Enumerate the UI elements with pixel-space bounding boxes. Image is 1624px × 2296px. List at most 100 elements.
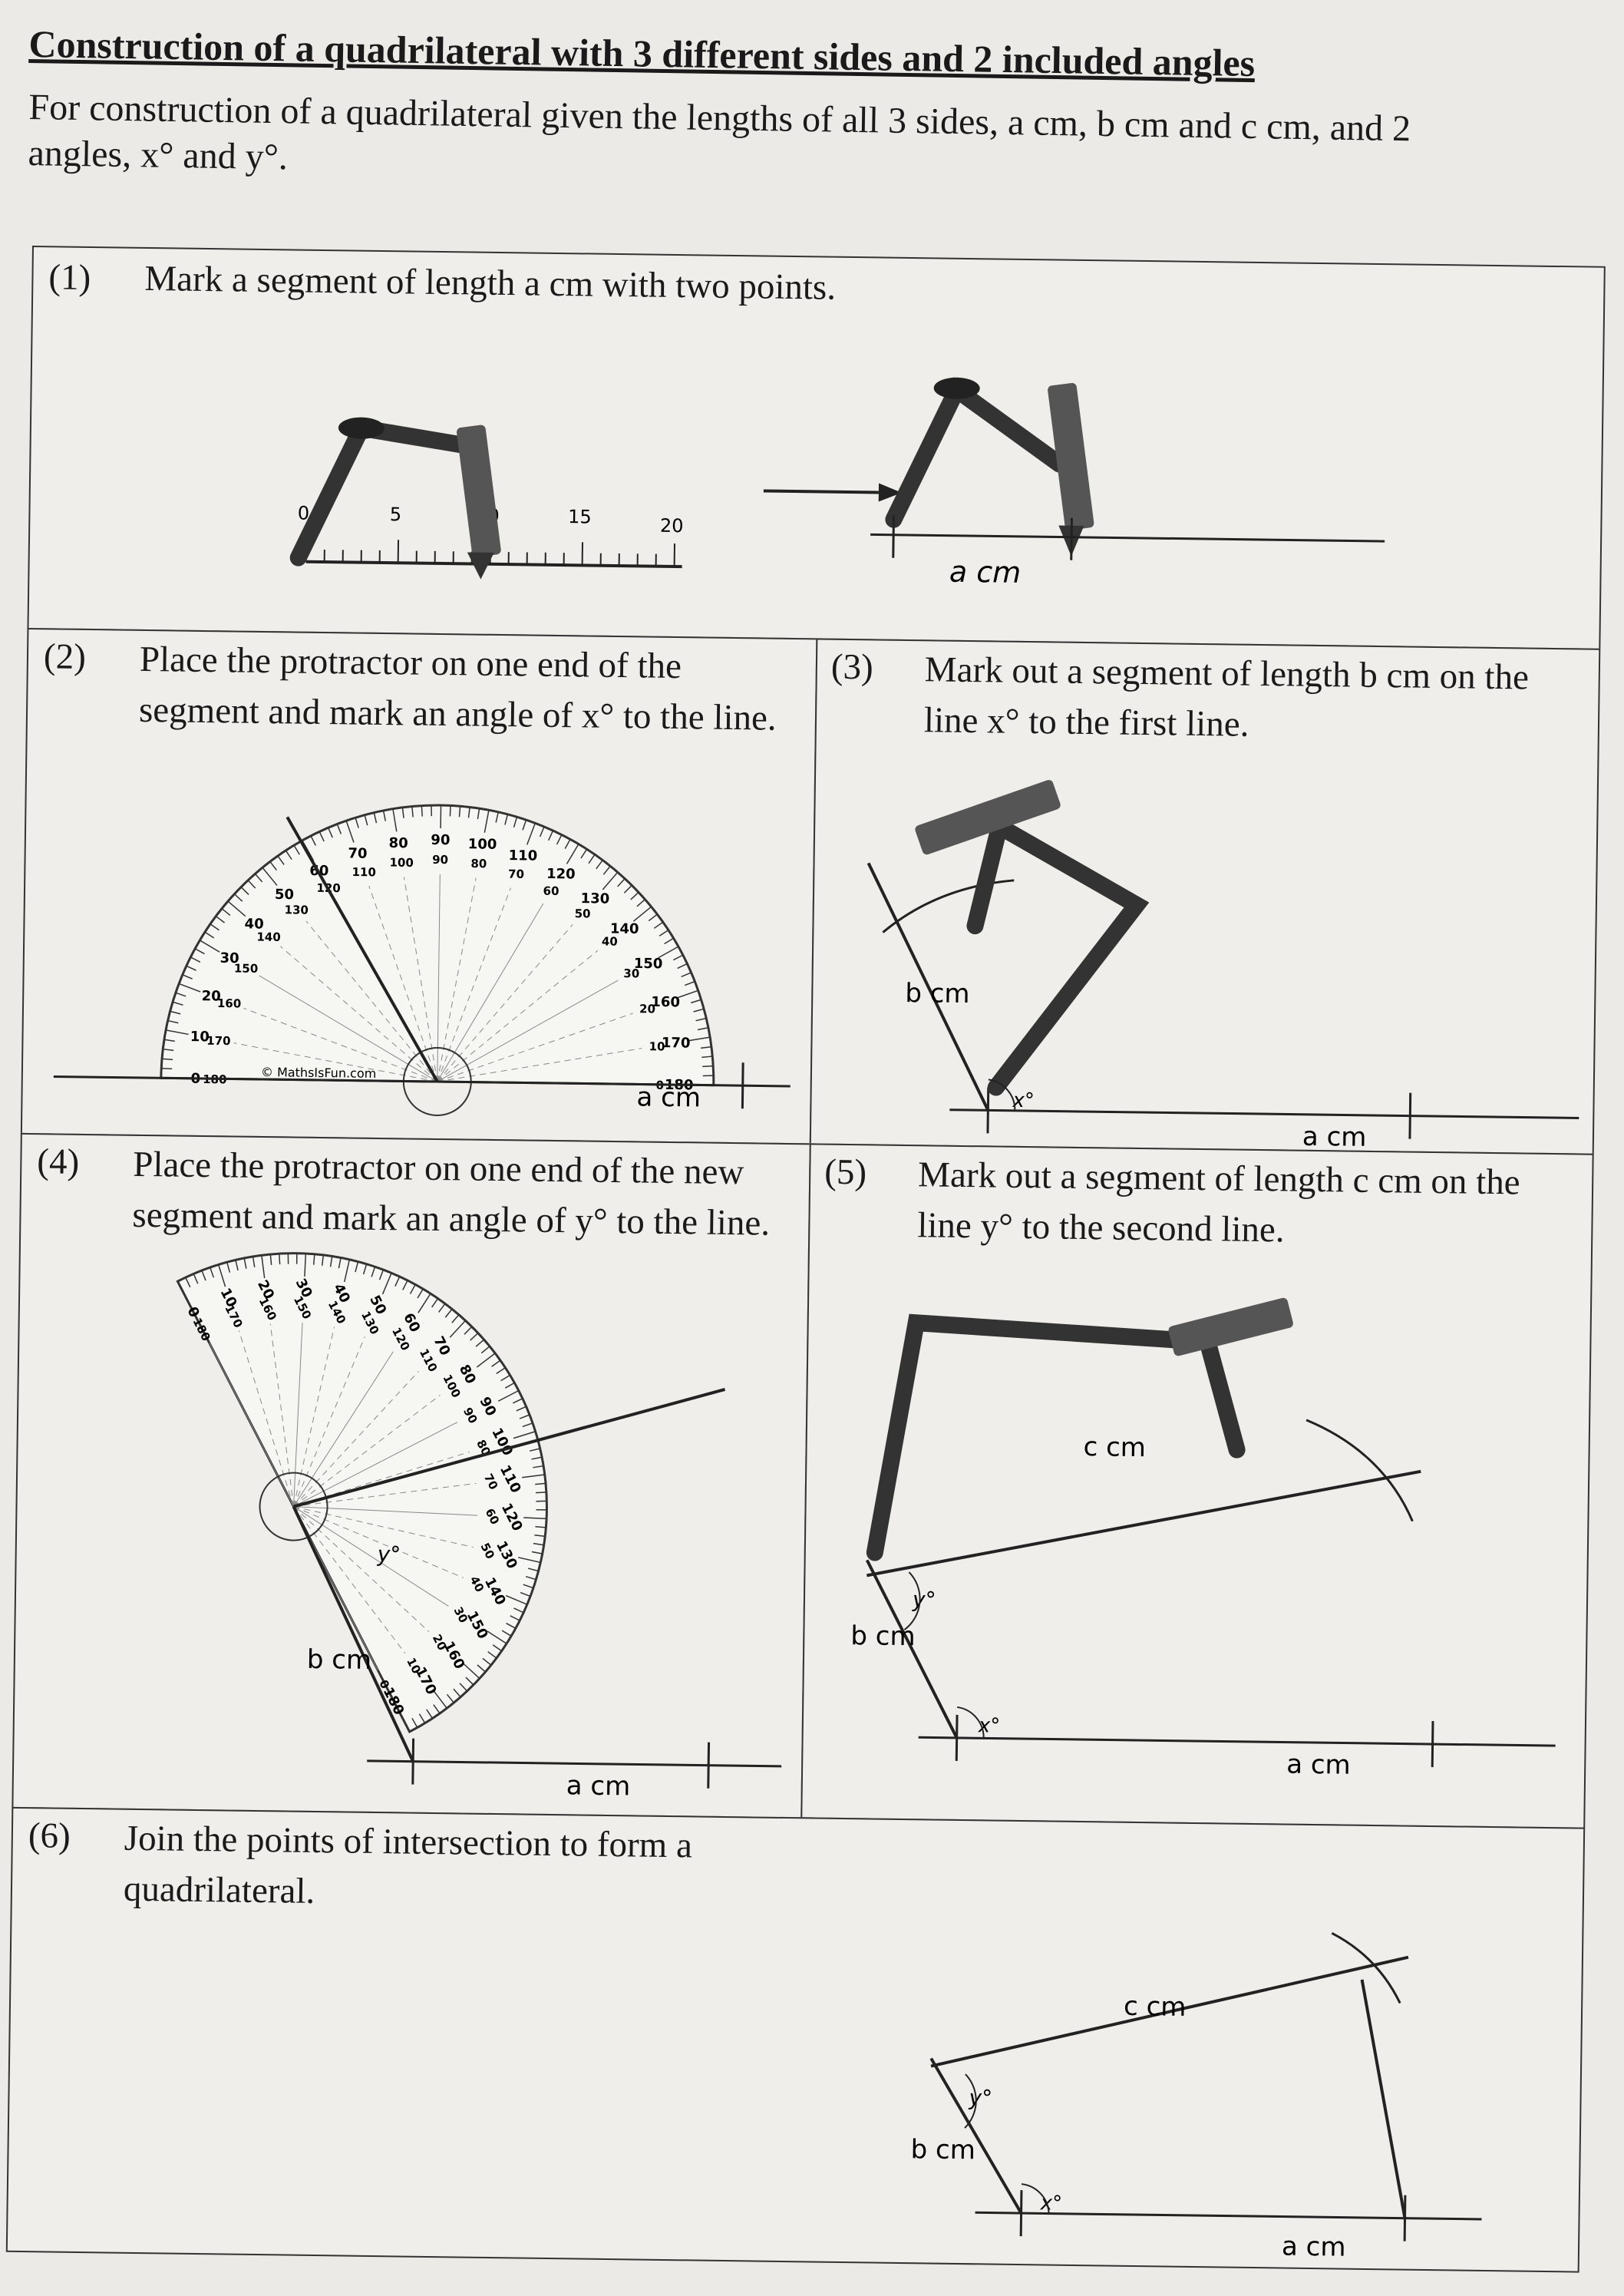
protractor-tick xyxy=(697,1027,709,1031)
protractor-tick xyxy=(516,1406,527,1412)
ruler-tick-15: 15 xyxy=(568,506,592,527)
protractor-label: 20 xyxy=(202,988,221,1004)
protractor-tick xyxy=(533,1465,544,1468)
protractor-label: 40 xyxy=(602,934,618,948)
protractor-tick xyxy=(564,839,571,850)
protractor-ray xyxy=(293,1422,458,1508)
protractor-label: 170 xyxy=(662,1035,691,1051)
step-6-number: (6) xyxy=(28,1815,71,1856)
protractor-tick xyxy=(170,1010,181,1015)
protractor-tick xyxy=(210,923,220,931)
protractor-tick xyxy=(504,814,509,825)
protractor-tick xyxy=(475,1339,485,1347)
step-6-c-label: c cm xyxy=(1124,1991,1187,2023)
step-6-quadrilateral: c cm b cm y° x° a cm xyxy=(910,1932,1482,2263)
protractor-tick xyxy=(623,884,632,894)
step-1-text: Mark a segment of length a cm with two p… xyxy=(144,258,837,308)
step-3-cell: (3) Mark out a segment of length b cm on… xyxy=(809,638,1601,1155)
protractor-tick xyxy=(293,844,300,855)
protractor-tick xyxy=(617,878,626,887)
protractor-ray xyxy=(293,1371,419,1507)
protractor-label: 50 xyxy=(575,907,591,920)
step-2-text: Place the protractor on one end of the s… xyxy=(138,639,777,738)
segment-a-illustration: a cm xyxy=(870,377,1385,590)
step-6-y-label: y° xyxy=(968,2085,992,2110)
protractor-tick xyxy=(529,1448,540,1452)
ruler-tick-20: 20 xyxy=(660,515,684,537)
protractor-tick xyxy=(321,1254,325,1266)
protractor-tick xyxy=(630,891,639,900)
protractor-tick xyxy=(233,894,243,902)
protractor-label: 110 xyxy=(508,847,537,864)
protractor-ray xyxy=(243,1007,437,1082)
ruler-tick-5: 5 xyxy=(390,504,402,525)
protractor-tick xyxy=(175,992,186,997)
base-line xyxy=(53,1075,791,1088)
step-4-y-label: y° xyxy=(377,1541,401,1567)
protractor-tick xyxy=(451,1314,460,1323)
protractor-tick xyxy=(243,1257,247,1269)
x-angle-line xyxy=(286,816,439,1082)
protractor-label: 10 xyxy=(649,1039,665,1053)
step-4-b-label: b cm xyxy=(307,1644,372,1676)
protractor-tick xyxy=(401,807,404,818)
protractor-tick xyxy=(262,867,278,886)
protractor-tick xyxy=(673,954,684,961)
protractor-tick xyxy=(701,1055,713,1059)
protractor-ray xyxy=(259,975,438,1082)
compass-1 xyxy=(289,418,470,567)
step-3-text: Mark out a segment of length b cm on the… xyxy=(923,649,1530,745)
step-4-text: Place the protractor on one end of the n… xyxy=(132,1144,771,1244)
protractor-tick xyxy=(522,819,527,831)
protractor-ray xyxy=(238,1330,295,1507)
protractor-label: 130 xyxy=(580,890,609,907)
protractor-tick xyxy=(462,1662,480,1680)
step-5-diagram: c cm b cm y° x° a cm xyxy=(850,1297,1556,1781)
protractor-label: 140 xyxy=(610,920,639,937)
protractor-tick xyxy=(491,1359,501,1367)
protractor-tick xyxy=(520,1591,531,1597)
protractor-tick xyxy=(464,1326,473,1335)
protractor-tick xyxy=(421,805,423,817)
step-4-number: (4) xyxy=(37,1141,80,1182)
protractor-tick xyxy=(345,820,355,843)
protractor-tick xyxy=(240,887,249,895)
step-5-b-label: b cm xyxy=(850,1620,916,1652)
protractor-label: 50 xyxy=(275,887,294,903)
step-3-a-label: a cm xyxy=(1302,1122,1367,1153)
protractor-tick xyxy=(433,1704,441,1714)
protractor-tick xyxy=(373,812,378,824)
protractor-tick xyxy=(602,865,611,875)
protractor-tick xyxy=(492,1644,503,1652)
protractor-tick xyxy=(702,1065,714,1068)
protractor-tick xyxy=(417,1288,424,1299)
step-6-a-label: a cm xyxy=(1282,2232,1346,2263)
protractor-ray xyxy=(293,1451,470,1508)
protractor-ray xyxy=(293,1336,365,1507)
protractor-tick xyxy=(517,1557,541,1564)
protractor-label: 100 xyxy=(468,836,497,852)
step-2-number: (2) xyxy=(43,636,87,677)
protractor-tick xyxy=(327,827,333,838)
protractor-tick xyxy=(513,1431,536,1439)
protractor-tick xyxy=(201,1270,206,1281)
protractor-ray xyxy=(293,1326,335,1507)
protractor-tick xyxy=(449,1320,467,1338)
protractor-tick xyxy=(193,1274,199,1284)
step-3-b-label: b cm xyxy=(905,978,970,1009)
protractor-tick xyxy=(392,808,398,832)
protractor-tick xyxy=(664,937,674,945)
protractor-label: 160 xyxy=(217,996,242,1010)
protractor-label: 170 xyxy=(206,1034,231,1048)
protractor-label: 150 xyxy=(234,962,259,976)
protractor-tick xyxy=(172,1001,183,1006)
protractor-tick xyxy=(691,999,701,1004)
protractor-tick xyxy=(381,1272,392,1295)
protractor-tick xyxy=(497,1389,520,1402)
step-6-text: Join the points of intersection to form … xyxy=(123,1818,693,1912)
protractor-tick xyxy=(522,1422,533,1428)
protractor-tick xyxy=(533,1542,544,1546)
protractor-tick xyxy=(269,861,277,871)
protractor-tick xyxy=(676,989,698,999)
protractor-tick xyxy=(446,1693,454,1703)
